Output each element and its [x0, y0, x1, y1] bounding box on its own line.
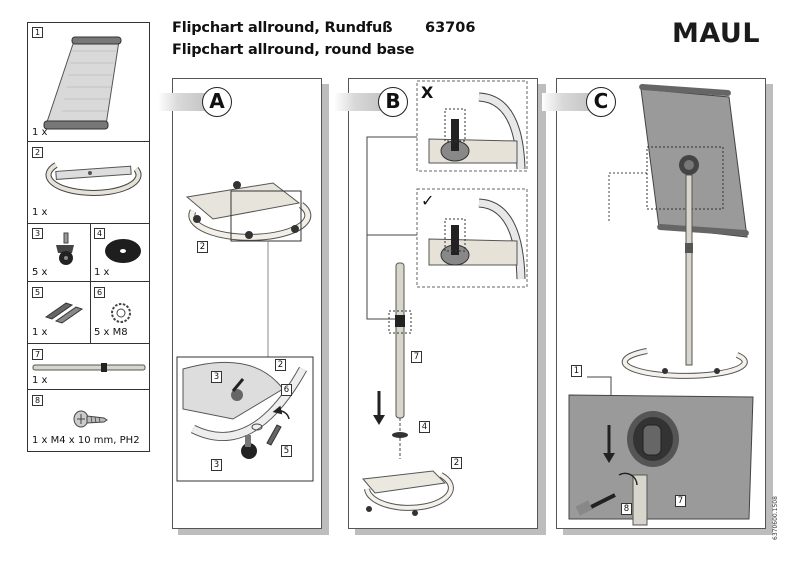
step-c-letter: C — [586, 87, 616, 117]
label-part-8: 8 — [621, 503, 632, 515]
step-c-tab: C — [542, 87, 622, 117]
part-qty: 1 x — [32, 127, 48, 138]
part-number: 7 — [32, 349, 43, 360]
parts-list: 1 1 x 2 1 x 3 — [27, 22, 150, 452]
step-c-illustration — [568, 84, 754, 526]
label-part-2: 2 — [451, 457, 462, 469]
title-german: Flipchart allround, Rundfuß — [172, 20, 393, 36]
step-b-illustration — [362, 80, 528, 516]
step-a-panel: 2 3 2 6 3 5 — [172, 78, 322, 529]
title-english: Flipchart allround, round base — [172, 42, 415, 58]
part-qty: 1 x — [32, 375, 48, 386]
screw-icon — [73, 410, 108, 428]
label-part-5: 5 — [281, 445, 292, 457]
label-part-7: 7 — [411, 351, 422, 363]
wrong-mark: X — [421, 83, 434, 102]
label-part-3: 3 — [211, 371, 222, 383]
part-number: 3 — [32, 228, 43, 239]
step-b-letter: B — [378, 87, 408, 117]
step-a-illustration — [176, 181, 314, 482]
clamp-plates-icon — [44, 302, 84, 324]
label-part-2: 2 — [197, 241, 208, 253]
part-number: 2 — [32, 147, 43, 158]
part-number: 8 — [32, 395, 43, 406]
part-qty: 5 x — [32, 267, 48, 278]
part-number: 6 — [94, 287, 105, 298]
part-number: 1 — [32, 27, 43, 38]
document-number: 6370600.1508 — [772, 496, 779, 540]
label-part-7: 7 — [675, 495, 686, 507]
label-part-6: 6 — [281, 384, 292, 396]
flipchart-board-icon — [43, 36, 122, 130]
round-base-icon — [45, 162, 142, 196]
part-qty: 1 x M4 x 10 mm, PH2 — [32, 435, 140, 446]
part-number: 4 — [94, 228, 105, 239]
label-part-3: 3 — [211, 459, 222, 471]
part-qty: 1 x — [32, 207, 48, 218]
pole-icon — [32, 363, 146, 372]
castor-wheel-icon — [56, 232, 74, 265]
article-number: 63706 — [425, 20, 476, 36]
part-number: 5 — [32, 287, 43, 298]
brand-logo: MAUL — [672, 18, 761, 49]
step-a-tab: A — [158, 87, 238, 117]
lock-washer-icon — [111, 303, 131, 323]
part-qty: 5 x M8 — [94, 327, 128, 338]
label-part-1: 1 — [571, 365, 582, 377]
label-part-2: 2 — [275, 359, 286, 371]
step-b-panel: X ✓ 7 4 2 — [348, 78, 538, 529]
part-qty: 1 x — [32, 327, 48, 338]
step-c-panel: 1 8 7 — [556, 78, 766, 529]
washer-disc-icon — [105, 239, 141, 263]
check-mark: ✓ — [421, 191, 435, 210]
step-a-letter: A — [202, 87, 232, 117]
part-qty: 1 x — [94, 267, 110, 278]
step-b-tab: B — [334, 87, 414, 117]
label-part-4: 4 — [419, 421, 430, 433]
